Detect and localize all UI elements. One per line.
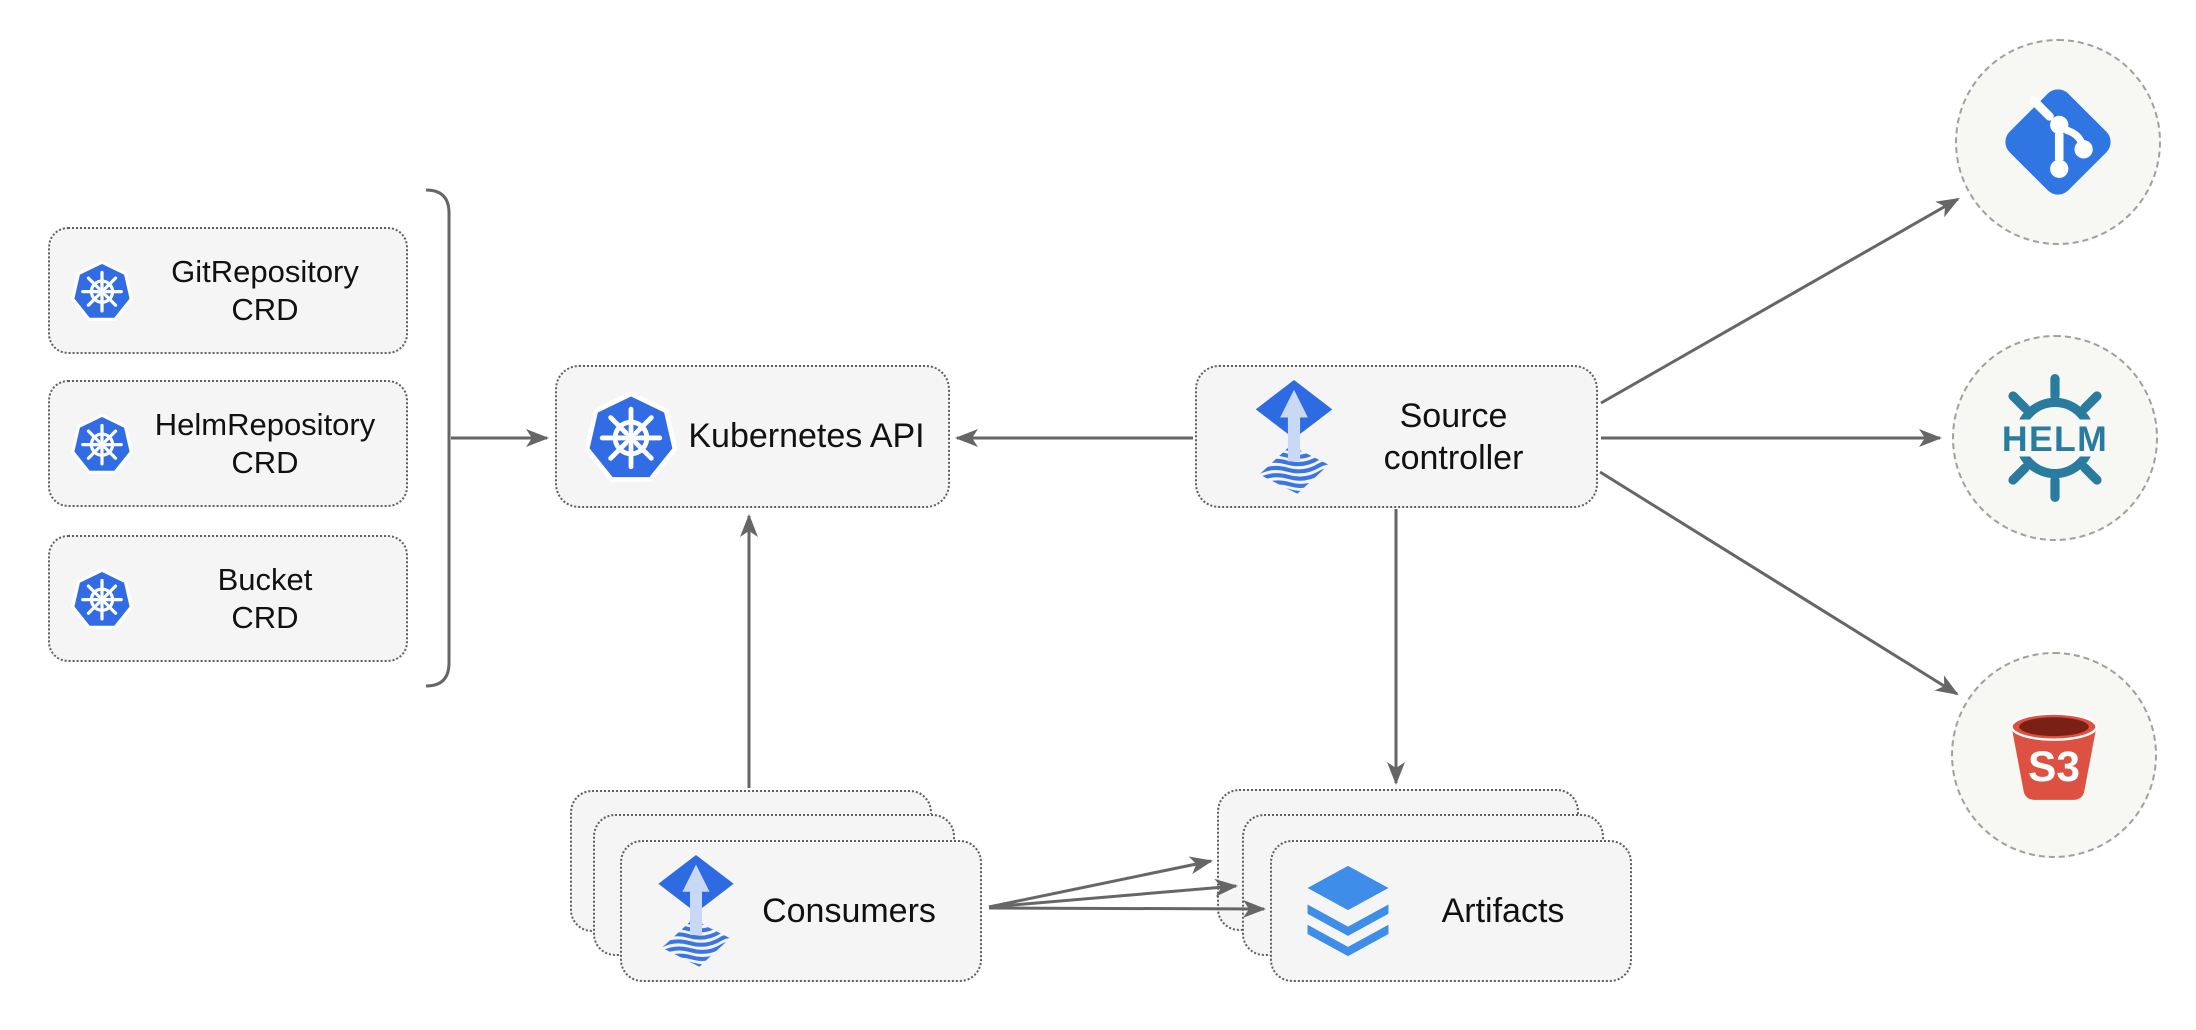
s3-bucket-interior xyxy=(2019,717,2089,737)
helm-text-band xyxy=(1989,419,2121,457)
arrow-consumers-to-artifacts-2 xyxy=(988,878,1238,909)
git-endpoint-circle xyxy=(1955,39,2161,245)
crd-label-line1: GitRepository xyxy=(171,253,359,289)
arrow-source-controller-to-s3 xyxy=(1599,470,1959,696)
crd-label-line1: HelmRepository xyxy=(154,406,376,442)
consumers-label: Consumers xyxy=(762,891,936,930)
crd-label-line1: Bucket xyxy=(217,561,313,597)
s3-endpoint-circle: S3 xyxy=(1951,652,2157,858)
crd-group-bracket xyxy=(425,188,451,688)
flux-icon xyxy=(656,855,736,967)
kubernetes-icon xyxy=(70,259,134,323)
artifacts-box: Artifacts xyxy=(1270,840,1632,982)
source-label-line2: controller xyxy=(1383,438,1524,477)
helm-icon: HELM xyxy=(1989,373,2121,503)
kubernetes-icon xyxy=(70,567,134,631)
flux-icon xyxy=(1253,380,1335,494)
kubernetes-api-label: Kubernetes API xyxy=(688,417,925,455)
crd-label-line2: CRD xyxy=(231,444,299,480)
layers-icon xyxy=(1302,862,1394,960)
crd-label-line2: CRD xyxy=(231,599,299,635)
artifacts-label: Artifacts xyxy=(1441,891,1565,930)
arrow-consumers-to-artifacts-1 xyxy=(988,856,1213,909)
source-label-line1: Source xyxy=(1399,396,1508,435)
s3-label: S3 xyxy=(2028,744,2080,791)
crd-label-line2: CRD xyxy=(231,291,299,327)
consumers-box: Consumers xyxy=(620,840,982,982)
kubernetes-icon xyxy=(70,412,134,476)
kubernetes-icon xyxy=(583,389,679,485)
helm-endpoint-circle: HELM xyxy=(1952,335,2158,541)
s3-bucket-body xyxy=(2011,726,2097,800)
s3-icon: S3 xyxy=(2010,712,2098,800)
helm-label: HELM xyxy=(2002,419,2108,459)
arrow-source-controller-to-git xyxy=(1600,197,1960,405)
git-icon xyxy=(1997,81,2119,203)
kubernetes-api-box: Kubernetes API xyxy=(555,365,950,508)
